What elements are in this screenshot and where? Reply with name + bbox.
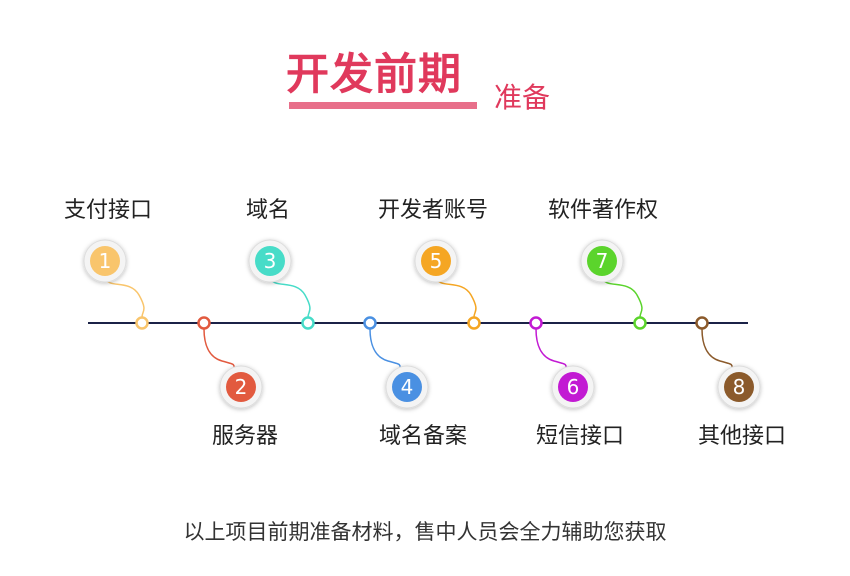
badge-7 (587, 246, 617, 276)
badge-8 (724, 372, 754, 402)
connector-5 (435, 277, 477, 318)
item-label-5: 开发者账号 (378, 198, 489, 223)
badge-3 (255, 246, 285, 276)
item-label-8: 其他接口 (698, 424, 787, 449)
item-label-4: 域名备案 (379, 424, 468, 449)
badge-number-8: 8 (733, 375, 746, 399)
footer-note: 以上项目前期准备材料，售中人员会全力辅助您获取 (183, 520, 667, 544)
timeline-dot-8 (695, 316, 709, 330)
connector-2 (203, 328, 236, 371)
badge-number-6: 6 (567, 375, 580, 399)
timeline-dot-6 (529, 316, 543, 330)
page-title: 开发前期 (286, 50, 462, 100)
timeline-dot-4 (363, 316, 377, 330)
badge-number-2: 2 (235, 375, 248, 399)
connector-3 (269, 277, 311, 318)
badge-number-7: 7 (596, 249, 609, 273)
timeline-dot-2 (197, 316, 211, 330)
badge-1 (90, 246, 120, 276)
item-label-1: 支付接口 (64, 198, 153, 223)
badge-4 (392, 372, 422, 402)
connector-4 (369, 328, 402, 371)
connector-1 (104, 277, 145, 318)
item-label-6: 短信接口 (536, 424, 625, 449)
connector-6 (535, 328, 568, 371)
badge-2 (226, 372, 256, 402)
title-underline (289, 102, 477, 109)
item-label-7: 软件著作权 (548, 198, 659, 223)
badge-number-1: 1 (99, 249, 112, 273)
badge-5 (421, 246, 451, 276)
timeline-dot-7 (633, 316, 647, 330)
connector-8 (701, 328, 734, 371)
page-subtitle: 准备 (494, 81, 551, 114)
badge-number-5: 5 (430, 249, 443, 273)
timeline-dot-5 (467, 316, 481, 330)
badge-number-3: 3 (264, 249, 277, 273)
badge-6 (558, 372, 588, 402)
timeline-dot-1 (135, 316, 149, 330)
timeline-dot-3 (301, 316, 315, 330)
item-label-3: 域名 (246, 198, 291, 223)
badge-number-4: 4 (401, 375, 414, 399)
connector-7 (601, 277, 643, 318)
item-label-2: 服务器 (212, 424, 279, 449)
